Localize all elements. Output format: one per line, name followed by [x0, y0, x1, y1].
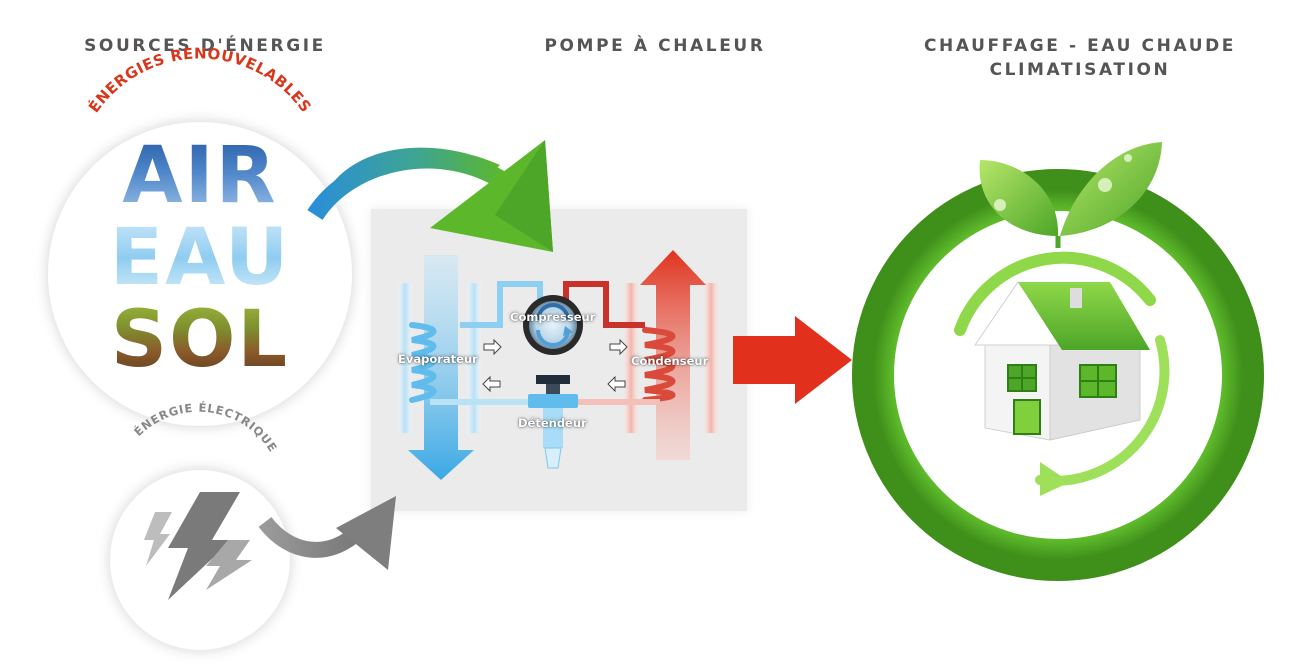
evaporator-label: Evaporateur — [398, 352, 478, 366]
house-icon — [974, 281, 1150, 441]
heading-heating-line1: CHAUFFAGE - EAU CHAUDE — [923, 36, 1237, 56]
condenser-label: Condenseur — [631, 354, 709, 368]
word-eau: EAU — [48, 218, 352, 298]
compressor-label: Compresseur — [510, 310, 596, 324]
heading-heating: CHAUFFAGE - EAU CHAUDE CLIMATISATION — [900, 34, 1260, 82]
condenser-coil — [642, 327, 676, 403]
expansion-valve-label: Détendeur — [518, 416, 587, 430]
heading-sources: SOURCES D'ÉNERGIE — [84, 36, 326, 56]
renewable-sources-circle — [48, 122, 352, 426]
leaves-icon — [979, 142, 1162, 248]
heading-heating-line2: CLIMATISATION — [989, 60, 1171, 80]
pump-to-home-arrow — [733, 316, 852, 404]
word-air: AIR — [48, 136, 352, 216]
heading-heat-pump: POMPE À CHALEUR — [544, 36, 766, 56]
evaporator-coil — [409, 322, 437, 403]
word-sol: SOL — [48, 300, 352, 380]
renewable-to-pump-arrow — [315, 147, 500, 215]
